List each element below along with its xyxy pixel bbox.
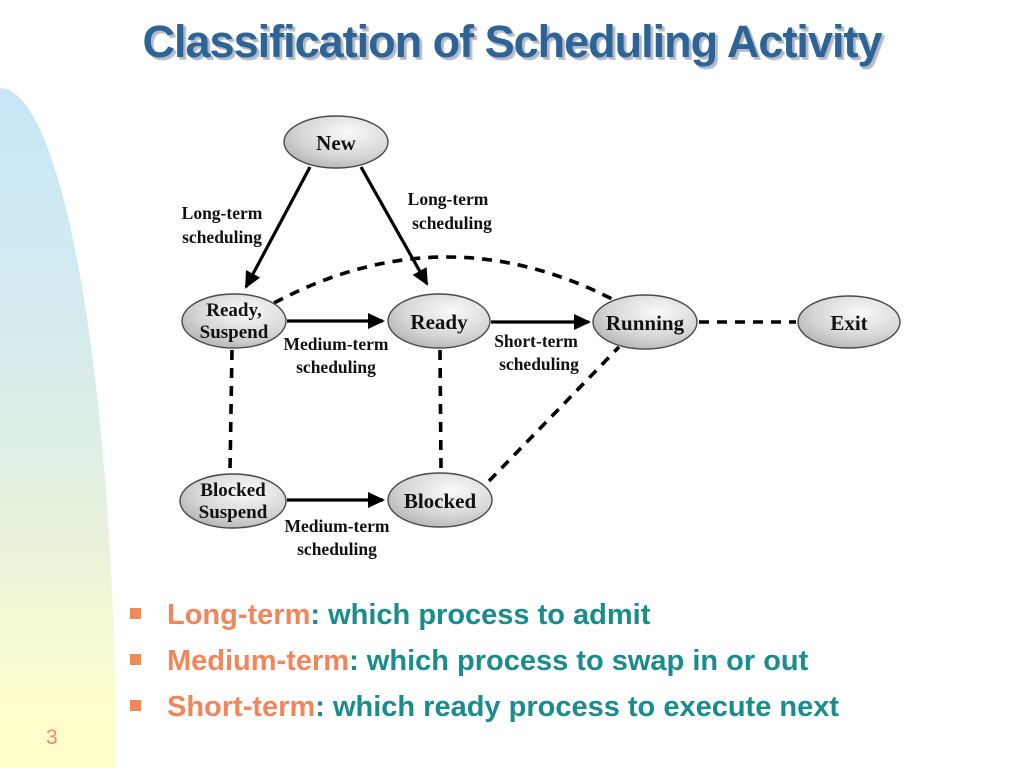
bullet-description: : which process to admit	[310, 599, 651, 631]
edge-label-long-term-left-line2: scheduling	[182, 227, 262, 247]
edge-ready-suspend-to-running-arc-dashed	[273, 255, 617, 305]
node-exit: Exit	[797, 295, 901, 349]
node-blocked-ellipse	[387, 472, 493, 528]
bullet-square-icon	[130, 608, 141, 619]
node-ready-suspend: Ready, Suspend	[181, 293, 287, 349]
edge-label-medium-term-mid-line1: Medium-term	[284, 334, 389, 354]
node-blocked-suspend-label-line1: Blocked	[200, 480, 266, 501]
node-blocked-suspend-label-line2: Suspend	[199, 502, 268, 523]
edge-label-short-term-line1: Short-term	[494, 331, 578, 351]
bullet-term-label: Medium-term	[167, 645, 350, 677]
edge-new-to-ready	[359, 166, 429, 286]
bullet-term-label: Long-term	[167, 599, 311, 631]
page-number: 3	[46, 726, 58, 749]
edge-ready-to-blocked-dashed	[438, 349, 443, 471]
edge-label-long-term-left-line1: Long-term	[182, 203, 263, 223]
node-running-ellipse	[592, 294, 698, 350]
node-blocked: Blocked	[387, 472, 493, 528]
edge-label-medium-term-mid: Medium-term scheduling	[284, 334, 389, 377]
bullet-term-label: Short-term	[167, 691, 316, 723]
node-blocked-suspend-ellipse	[179, 473, 287, 529]
node-ready-suspend-label-line1: Ready,	[206, 300, 262, 321]
slide-title: Classification of Scheduling Activity	[142, 16, 883, 67]
edge-blocked-to-running-dashed	[487, 345, 621, 483]
bullet-square-icon	[130, 654, 141, 665]
edge-label-long-term-left: Long-term scheduling	[182, 203, 263, 247]
node-new-label: New	[316, 131, 356, 155]
node-exit-label: Exit	[830, 311, 867, 335]
edge-label-short-term-line2: scheduling	[499, 354, 579, 374]
edge-label-long-term-right-line2: scheduling	[412, 213, 492, 233]
node-new-ellipse	[283, 115, 389, 169]
edge-label-medium-term-bottom-line2: scheduling	[297, 539, 377, 559]
bullet-medium-term: Medium-term: which process to swap in or…	[130, 645, 970, 678]
node-running: Running	[592, 294, 698, 350]
edge-label-short-term: Short-term scheduling	[494, 331, 579, 374]
bullet-short-term: Short-term: which ready process to execu…	[130, 691, 970, 724]
node-blocked-suspend: Blocked Suspend	[179, 473, 287, 529]
node-new: New	[283, 115, 389, 169]
edge-label-long-term-right: Long-term scheduling	[408, 189, 492, 233]
node-ready-suspend-label-line2: Suspend	[200, 322, 269, 343]
bullet-list: Long-term: which process to admit Medium…	[130, 599, 970, 737]
edge-ready-suspend-to-blocked-suspend-dashed	[228, 349, 234, 472]
node-ready: Ready	[387, 293, 491, 349]
edge-label-medium-term-bottom-line1: Medium-term	[285, 516, 390, 536]
edge-label-long-term-right-line1: Long-term	[408, 189, 489, 209]
node-ready-suspend-ellipse	[181, 293, 287, 349]
edge-new-to-ready-suspend	[244, 166, 312, 289]
node-ready-label: Ready	[410, 310, 468, 334]
bullet-square-icon	[130, 700, 141, 711]
node-ready-ellipse	[387, 293, 491, 349]
bullet-description: : which ready process to execute next	[315, 691, 840, 723]
bullet-description: : which process to swap in or out	[349, 645, 809, 677]
edge-label-medium-term-bottom: Medium-term scheduling	[285, 516, 390, 559]
edge-label-medium-term-mid-line2: scheduling	[296, 357, 376, 377]
bullet-long-term: Long-term: which process to admit	[130, 599, 970, 632]
node-blocked-label: Blocked	[404, 489, 477, 513]
node-running-label: Running	[606, 311, 685, 335]
node-exit-ellipse	[797, 295, 901, 349]
